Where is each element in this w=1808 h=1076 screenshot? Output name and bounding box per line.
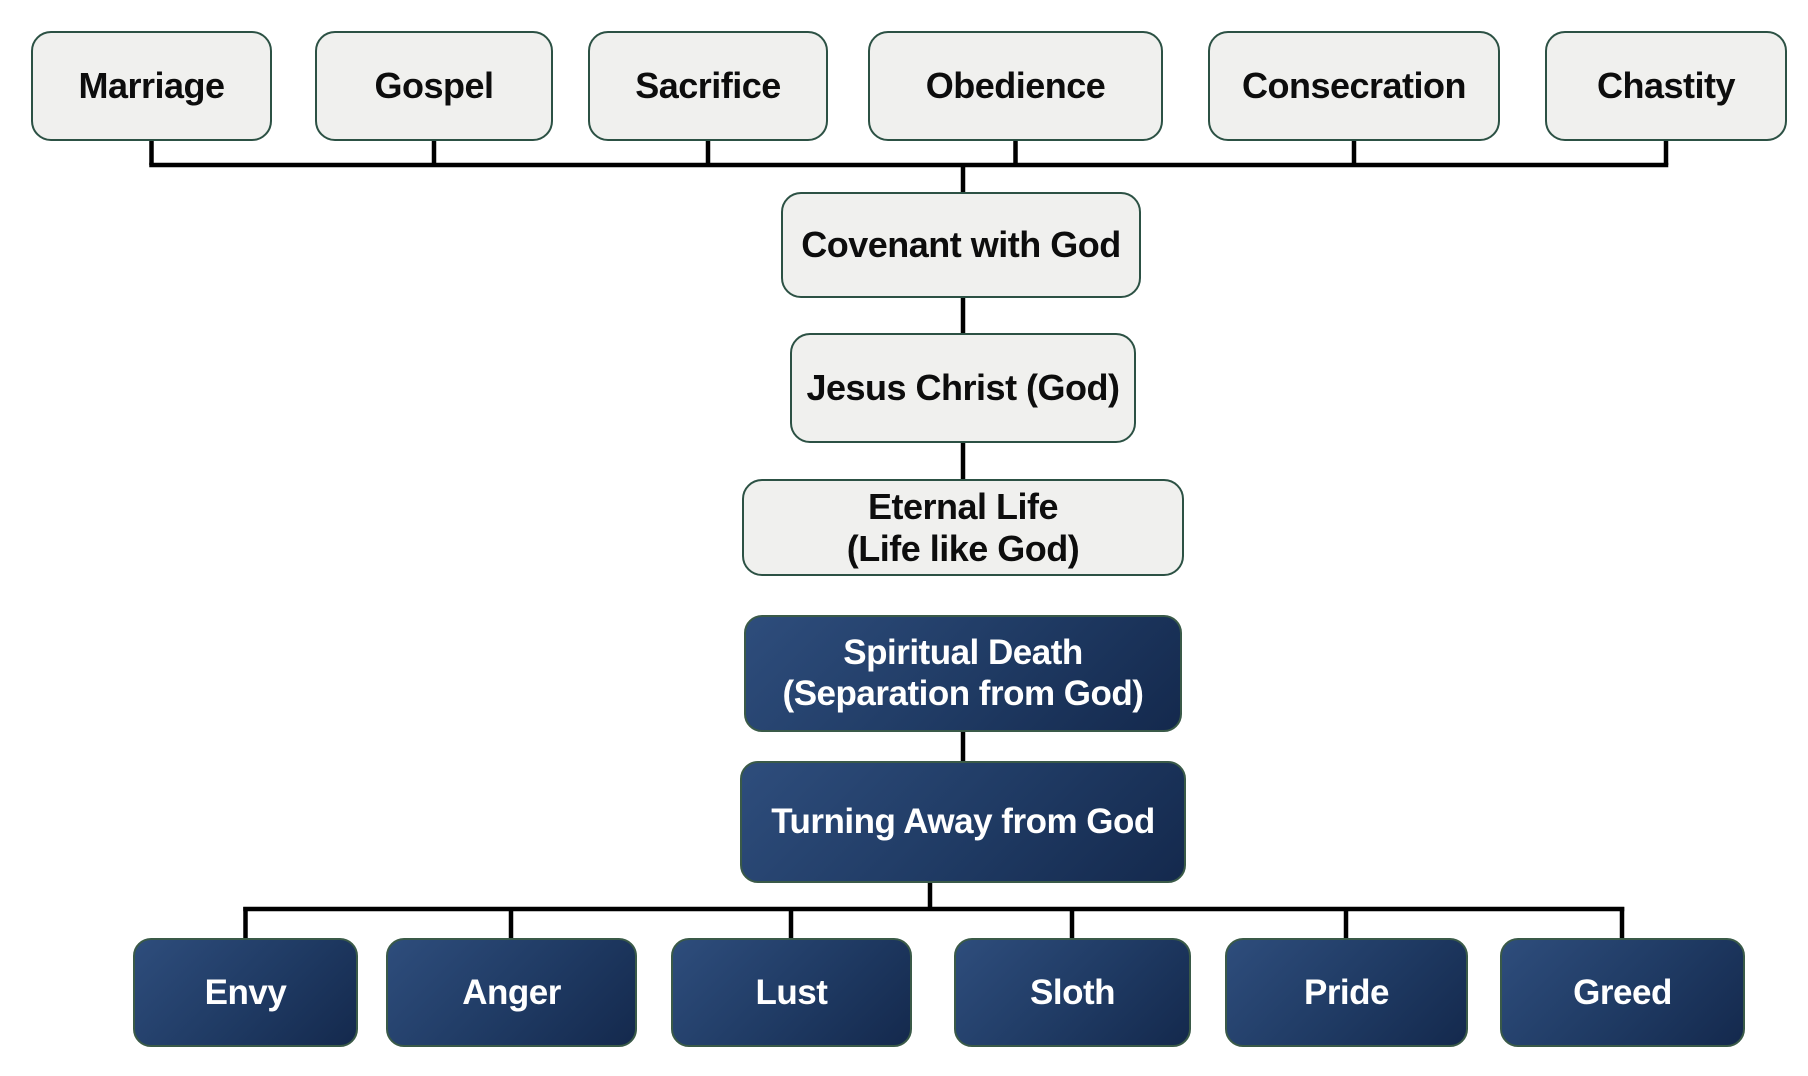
node-covenant-with-god: Covenant with God (781, 192, 1141, 298)
node-eternal-line1: Eternal Life (867, 485, 1059, 527)
node-anger-label: Anger (462, 972, 561, 1012)
node-envy: Envy (133, 938, 358, 1047)
node-consecration-label: Consecration (1241, 65, 1467, 106)
node-gospel-label: Gospel (374, 65, 494, 106)
node-covenant-label: Covenant with God (801, 224, 1121, 265)
node-jesus-label: Jesus Christ (God) (806, 367, 1120, 408)
node-marriage-label: Marriage (78, 65, 225, 106)
node-lust: Lust (671, 938, 912, 1047)
node-greed: Greed (1500, 938, 1745, 1047)
node-sloth-label: Sloth (1030, 972, 1115, 1012)
node-pride: Pride (1225, 938, 1468, 1047)
node-sacrifice-label: Sacrifice (635, 65, 781, 106)
node-lust-label: Lust (755, 972, 828, 1012)
node-obedience: Obedience (868, 31, 1163, 141)
node-gospel: Gospel (315, 31, 553, 141)
node-sloth: Sloth (954, 938, 1191, 1047)
node-turning-away: Turning Away from God (740, 761, 1186, 883)
node-pride-label: Pride (1303, 972, 1390, 1012)
node-turning-label: Turning Away from God (771, 802, 1155, 841)
node-sacrifice: Sacrifice (588, 31, 828, 141)
node-consecration: Consecration (1208, 31, 1500, 141)
node-chastity-label: Chastity (1596, 65, 1736, 106)
node-spiritual-line2: (Separation from God) (782, 673, 1144, 713)
node-eternal-line2: (Life like God) (846, 527, 1080, 569)
node-jesus-christ: Jesus Christ (God) (790, 333, 1136, 443)
node-obedience-label: Obedience (925, 65, 1106, 106)
node-eternal-life: Eternal Life (Life like God) (742, 479, 1184, 576)
node-envy-label: Envy (204, 972, 287, 1012)
node-marriage: Marriage (31, 31, 272, 141)
node-anger: Anger (386, 938, 637, 1047)
node-spiritual-death: Spiritual Death (Separation from God) (744, 615, 1182, 732)
node-chastity: Chastity (1545, 31, 1787, 141)
node-greed-label: Greed (1573, 972, 1672, 1012)
node-spiritual-line1: Spiritual Death (843, 632, 1083, 672)
